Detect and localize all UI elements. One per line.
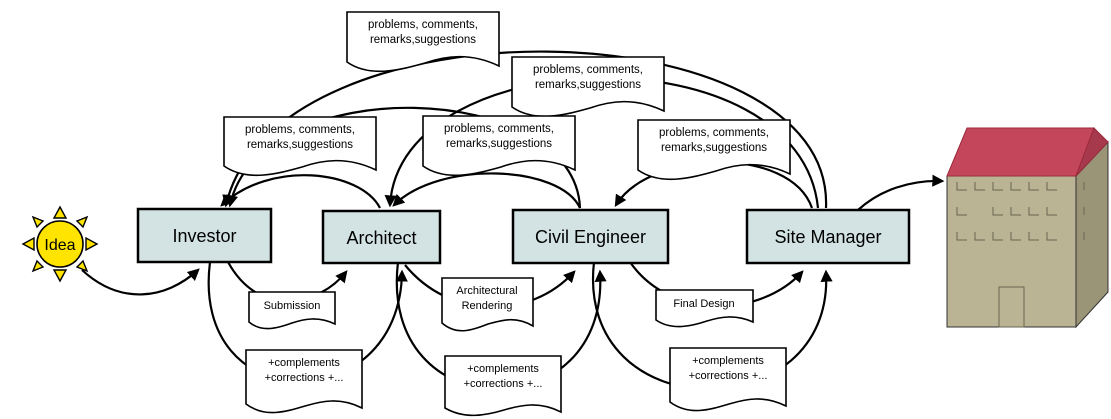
note-line: remarks,suggestions [535,79,641,91]
note-line: remarks,suggestions [446,138,552,150]
note-revision-investor-architect: +complements +corrections +... [245,349,363,414]
building-icon [946,127,1109,329]
role-label-site-manager: Site Manager [774,227,881,247]
note-line: +corrections +... [265,372,344,384]
building-door [998,286,1025,328]
sun-rays-icon [21,205,99,283]
role-civil-engineer: Civil Engineer [511,208,670,265]
note-architectural-rendering: Architectural Rendering [441,277,534,332]
note-feedback-top: problems, comments, remarks,suggestions [346,11,500,73]
note-line: Architectural [456,285,517,297]
note-line: problems, comments, [533,64,643,76]
note-line: problems, comments, [368,19,478,31]
note-line: +corrections +... [689,370,768,382]
building-windows [956,182,1085,241]
note-line: +complements [268,357,340,369]
loop-feedback-architect-investor [220,174,381,209]
idea-label: Idea [44,237,75,254]
note-submission: Submission [248,291,336,330]
arrow-to-building [857,174,945,211]
arrow-idea-to-investor [81,268,200,296]
note-feedback-architect: problems, comments, remarks,suggestions [422,115,576,177]
sun-icon [36,220,84,268]
note-line: +corrections +... [464,378,543,390]
role-label-investor: Investor [172,226,236,246]
note-line: remarks,suggestions [661,142,767,154]
role-investor: Investor [136,207,273,264]
role-architect: Architect [321,209,442,265]
note-line: remarks,suggestions [247,139,353,151]
idea-sun: Idea [21,205,99,283]
note-line: +complements [692,355,764,367]
role-label-civil-engineer: Civil Engineer [535,227,646,247]
note-feedback-civil-engineer: problems, comments, remarks,suggestions [637,119,791,181]
note-line: remarks,suggestions [370,34,476,46]
note-revision-engineer-manager: +complements +corrections +... [669,347,787,412]
note-feedback-upper-middle: problems, comments, remarks,suggestions [511,56,665,118]
note-line: Rendering [462,300,513,312]
note-line: problems, comments, [659,127,769,139]
note-revision-architect-engineer: +complements +corrections +... [444,355,562,417]
note-line: Submission [264,300,321,312]
note-line: problems, comments, [444,123,554,135]
role-site-manager: Site Manager [745,208,911,265]
note-line: Final Design [673,298,734,310]
note-line: +complements [467,363,539,375]
role-label-architect: Architect [346,228,416,248]
note-line: problems, comments, [245,124,355,136]
loop-feedback-engineer-architect [392,172,581,209]
note-feedback-investor: problems, comments, remarks,suggestions [223,116,377,177]
note-final-design: Final Design [655,289,754,328]
